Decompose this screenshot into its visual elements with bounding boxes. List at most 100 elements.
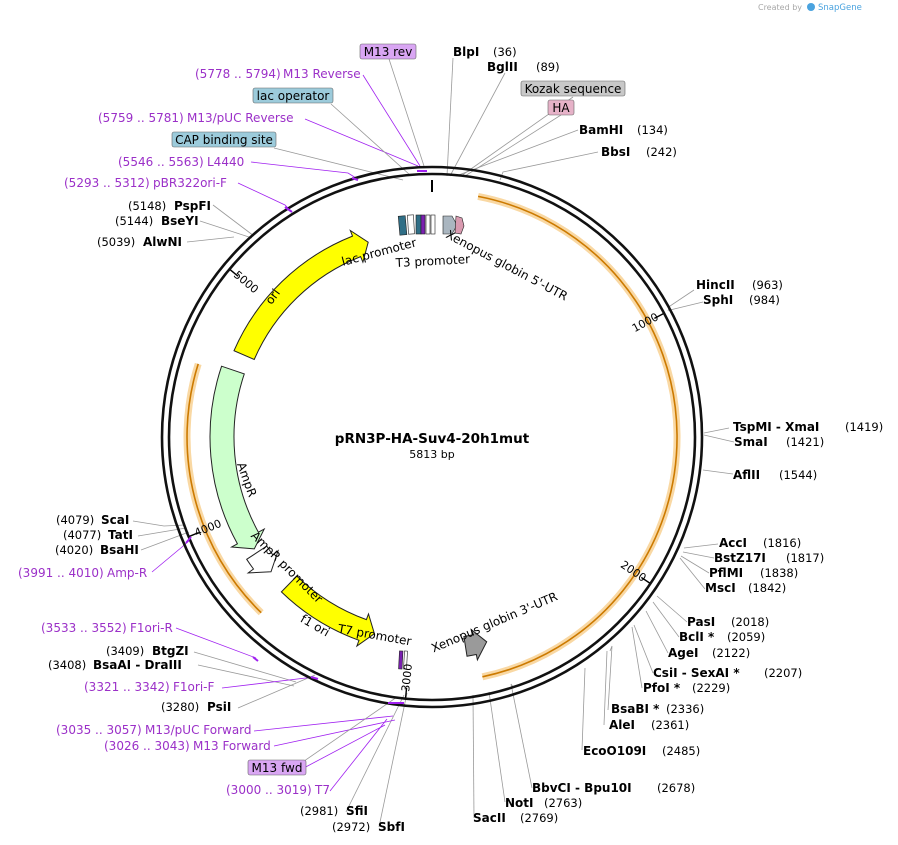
primer-range: (3533 .. 3552) — [41, 621, 127, 635]
enzyme-position: (242) — [646, 145, 677, 159]
ampr-feature[interactable] — [209, 365, 266, 550]
enzyme-name[interactable]: BbvCI - Bpu10I — [532, 781, 632, 795]
enzyme-position: (3280) — [161, 700, 199, 714]
enzyme-position: (1421) — [786, 435, 824, 449]
center-title: pRN3P-HA-Suv4-20h1mut 5813 bp — [335, 431, 530, 461]
enzyme-name[interactable]: BsaBI * — [611, 702, 660, 716]
enzyme-name[interactable]: SacII — [473, 811, 506, 825]
ampr-promoter-feature[interactable] — [246, 545, 280, 574]
primer-name[interactable]: L4440 — [207, 155, 244, 169]
tick-label: 5000 — [231, 268, 261, 296]
plasmid-length: 5813 bp — [409, 448, 454, 461]
enzyme-name[interactable]: BbsI — [601, 145, 630, 159]
plasmid-name: pRN3P-HA-Suv4-20h1mut — [335, 431, 530, 447]
primer-name[interactable]: M13/pUC Forward — [145, 723, 252, 737]
enzyme-name[interactable]: BglII — [487, 60, 518, 74]
enzyme-position: (2981) — [300, 804, 338, 818]
t7-promoter-label: T7 promoter — [336, 622, 413, 649]
snapgene-logo-icon — [807, 3, 815, 11]
enzyme-name[interactable]: SphI — [703, 293, 733, 307]
ori-feature[interactable] — [233, 229, 369, 361]
enzyme-name[interactable]: PasI — [687, 615, 715, 629]
tick-mark — [229, 269, 239, 277]
enzyme-name[interactable]: PspFI — [174, 199, 211, 213]
enzyme-position: (2769) — [520, 811, 558, 825]
enzyme-name[interactable]: SmaI — [734, 435, 768, 449]
t3-promoter-label: T3 promoter — [394, 252, 470, 270]
tick-mark — [189, 531, 200, 537]
enzyme-name[interactable]: PflMI — [709, 566, 743, 580]
enzyme-position: (5144) — [115, 214, 153, 228]
enzyme-name[interactable]: EcoO109I — [583, 744, 646, 758]
primer-name[interactable]: M13 Reverse — [283, 67, 361, 81]
primer-name[interactable]: pBR322ori-F — [153, 176, 227, 190]
primer-name[interactable]: M13 Forward — [193, 739, 271, 753]
lac-operator-box[interactable]: lac operator — [252, 87, 334, 104]
primer-name[interactable]: Amp-R — [107, 566, 147, 580]
enzyme-name[interactable]: BtgZI — [152, 644, 189, 658]
primer-name[interactable]: F1ori-F — [173, 680, 214, 694]
utr3-feature[interactable] — [463, 628, 488, 662]
enzyme-name[interactable]: AlwNI — [143, 235, 182, 249]
enzyme-position: (1419) — [845, 420, 883, 434]
enzyme-name[interactable]: AccI — [719, 536, 747, 550]
credit-brand: SnapGene — [818, 3, 862, 13]
enzyme-position: (134) — [637, 123, 668, 137]
enzyme-position: (2122) — [712, 646, 750, 660]
enzyme-position: (963) — [752, 278, 783, 292]
primer-name[interactable]: T7 — [314, 783, 330, 797]
m13-rev-box[interactable]: M13 rev — [359, 43, 417, 60]
enzyme-name[interactable]: BsaAI - DraIII — [93, 658, 182, 672]
enzyme-name[interactable]: CsiI - SexAI * — [653, 666, 740, 680]
tick-mark — [640, 576, 650, 584]
enzyme-position: (2678) — [657, 781, 695, 795]
enzyme-position: (3408) — [48, 658, 86, 672]
enzyme-name[interactable]: BsaHI — [100, 543, 139, 557]
m13-fwd-box[interactable]: M13 fwd — [247, 759, 307, 776]
enzyme-name[interactable]: AleI — [609, 718, 635, 732]
enzyme-name[interactable]: MscI — [705, 581, 736, 595]
ha-box[interactable]: HA — [547, 99, 575, 116]
enzyme-name[interactable]: SfiI — [346, 804, 368, 818]
tick-mark — [404, 687, 408, 698]
enzyme-position: (2336) — [666, 702, 704, 716]
f1-ori-feature[interactable] — [280, 575, 375, 648]
enzyme-name[interactable]: AgeI — [668, 646, 698, 660]
top-feature-cluster[interactable] — [397, 214, 465, 236]
enzyme-name[interactable]: ScaI — [101, 513, 129, 527]
enzyme-name[interactable]: PfoI * — [643, 681, 681, 695]
enzyme-position: (2972) — [332, 820, 370, 834]
enzyme-position: (5039) — [97, 235, 135, 249]
cap-binding-site-box[interactable]: CAP binding site — [171, 131, 277, 148]
enzyme-position: (1816) — [763, 536, 801, 550]
kozak-box[interactable]: Kozak sequence — [520, 80, 626, 97]
ha-text: HA — [552, 101, 570, 115]
enzyme-name[interactable]: TspMI - XmaI — [733, 420, 819, 434]
enzyme-position: (2763) — [544, 796, 582, 810]
enzyme-position: (4079) — [56, 513, 94, 527]
primer-range: (3321 .. 3342) — [84, 680, 170, 694]
enzyme-name[interactable]: HincII — [696, 278, 735, 292]
enzyme-name[interactable]: NotI — [505, 796, 534, 810]
enzyme-name[interactable]: BamHI — [579, 123, 623, 137]
credit: Created by SnapGene — [758, 3, 862, 13]
enzyme-name[interactable]: BlpI — [453, 45, 479, 59]
enzyme-name[interactable]: PsiI — [207, 700, 231, 714]
enzyme-name[interactable]: TatI — [108, 528, 133, 542]
enzyme-position: (36) — [493, 45, 517, 59]
enzyme-name[interactable]: BseYI — [161, 214, 199, 228]
primer-name[interactable]: M13/pUC Reverse — [187, 111, 294, 125]
enzyme-position: (2059) — [727, 630, 765, 644]
enzyme-name[interactable]: SbfI — [378, 820, 405, 834]
primer-range: (5778 .. 5794) — [195, 67, 281, 81]
backbone — [160, 165, 704, 709]
enzyme-name[interactable]: BstZ17I — [714, 551, 766, 565]
enzyme-name[interactable]: AflII — [733, 468, 760, 482]
primer-name[interactable]: F1ori-R — [130, 621, 173, 635]
enzyme-position: (1817) — [786, 551, 824, 565]
enzyme-position: (3409) — [106, 644, 144, 658]
features — [209, 214, 488, 670]
bottom-feature-cluster[interactable] — [398, 650, 408, 670]
enzyme-position: (2018) — [731, 615, 769, 629]
enzyme-name[interactable]: BclI * — [679, 630, 715, 644]
